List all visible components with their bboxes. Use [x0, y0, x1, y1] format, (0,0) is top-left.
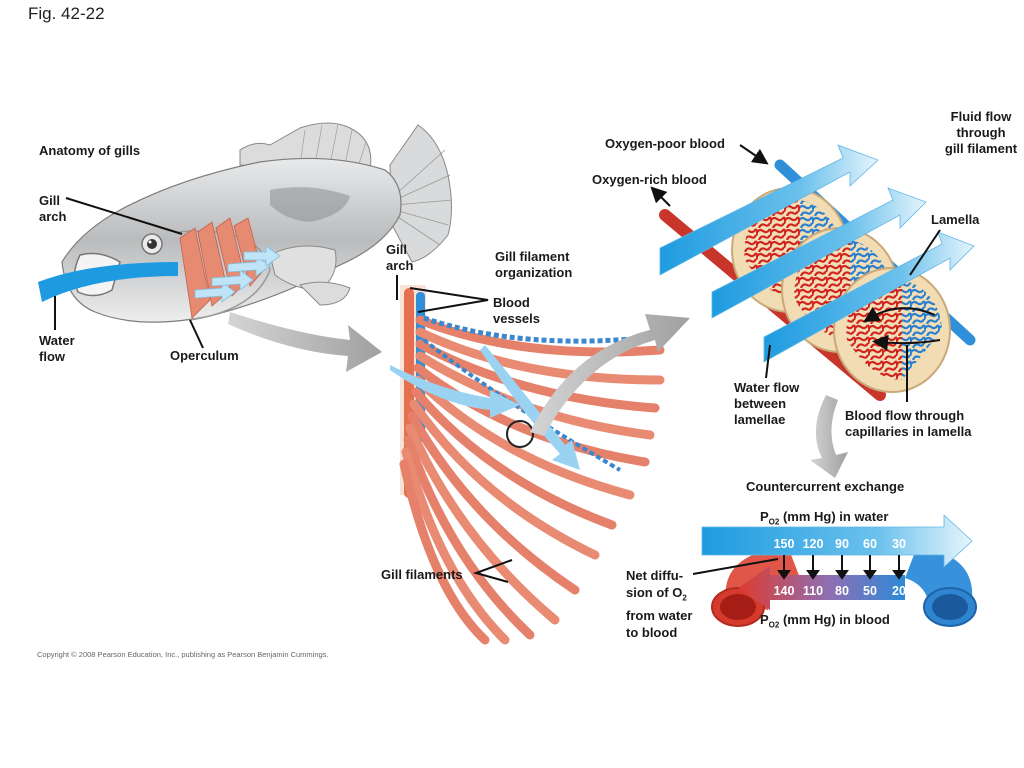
blood-vessels-leader	[409, 287, 489, 313]
lamella-leader	[909, 229, 941, 276]
label-part: (mm Hg) in blood	[779, 612, 890, 627]
label-line: lamellae	[734, 412, 786, 427]
anatomy-heading: Anatomy of gills	[39, 143, 141, 158]
label-blood-vessels: Blood vessels	[493, 295, 540, 327]
label-oxygen-poor-blood: Oxygen-poor blood	[605, 136, 725, 151]
water-flow-arrow	[701, 514, 973, 568]
label-blood-flow: Blood flow through capillaries in lamell…	[845, 408, 971, 440]
label-line: between	[734, 396, 787, 411]
zoom-arrow-to-filament	[228, 312, 382, 372]
fish-dorsal-fin	[239, 122, 372, 171]
label-line: gill filament	[944, 141, 1018, 156]
label-part: P	[760, 509, 769, 524]
label-line: sion of O2	[626, 584, 692, 607]
label-line: through	[956, 125, 1006, 140]
label-fluid-flow: Fluid flow through gill filament	[938, 109, 1024, 157]
lamella-water-arrow-2	[711, 187, 927, 319]
blood-flow-arrow	[738, 566, 905, 610]
label-subscript: O2	[768, 517, 780, 527]
blood-po2-value: 20	[892, 584, 906, 598]
water-po2-value: 30	[892, 537, 906, 551]
label-gill-filaments: Gill filaments	[381, 567, 463, 582]
label-line: Blood flow through	[845, 408, 965, 423]
fish-water-arrows	[194, 245, 281, 303]
label-line: organization	[495, 265, 573, 280]
blood-po2-value: 80	[835, 584, 849, 598]
label-water-flow: Water flow	[39, 333, 75, 365]
filament-water-arrow-1	[390, 365, 520, 418]
label-line: from water	[626, 607, 693, 623]
water-flow-ribbon	[38, 262, 178, 302]
water-po2-value: 150	[774, 537, 795, 551]
gill-filaments-leader	[472, 559, 513, 583]
zoom-arrow-to-lamellae	[530, 314, 690, 436]
fish-pectoral-fin	[269, 245, 337, 291]
zoom-arrow-to-countercurrent	[810, 395, 848, 478]
label-line: Water flow	[734, 380, 800, 395]
label-line: Fluid flow	[950, 109, 1012, 124]
water-between-leader	[765, 344, 771, 379]
water-po2-value: 60	[863, 537, 877, 551]
diffusion-arrows	[777, 555, 906, 580]
fish-tail	[389, 124, 452, 263]
magnify-circle	[506, 420, 534, 448]
water-po2-value: 120	[803, 537, 824, 551]
gill-arch-leader-line	[65, 197, 183, 235]
label-line: Net diffu-	[626, 568, 684, 583]
blood-po2-label: PO2 (mm Hg) in blood	[760, 612, 890, 630]
label-line: Blood	[493, 295, 530, 310]
water-po2-value: 90	[835, 537, 849, 551]
label-subscript: O2	[768, 620, 780, 630]
label-line: capillaries in lamella	[845, 424, 972, 439]
label-line: Gill	[386, 242, 407, 257]
label-line: Gill	[39, 193, 60, 208]
net-diffusion-leader	[692, 558, 779, 575]
label-line: Gill filament	[495, 249, 570, 264]
label-line: arch	[386, 258, 414, 273]
blood-po2-value: 140	[774, 584, 795, 598]
lamella-water-arrow-1	[659, 144, 879, 276]
oxygen-rich-pointer	[650, 186, 671, 207]
label-filament-gill-arch: Gill arch	[386, 242, 413, 274]
gill-filament-illustration	[390, 285, 665, 645]
label-part: sion of O	[626, 585, 683, 600]
oxygen-poor-pointer	[739, 144, 769, 165]
countercurrent-illustration: 150 120 90 60 30 140 110 80 50 20	[701, 514, 977, 627]
label-part: P	[760, 612, 769, 627]
label-subscript: 2	[682, 593, 687, 603]
label-water-flow-between: Water flow between lamellae	[734, 380, 799, 428]
filament-heading: Gill filament organization	[495, 249, 572, 281]
blood-po2-value: 110	[803, 584, 823, 598]
label-net-diffusion: Net diffu- sion of O2 from water to bloo…	[626, 567, 692, 641]
label-operculum: Operculum	[170, 348, 239, 363]
gill-filaments	[399, 315, 665, 645]
label-oxygen-rich-blood: Oxygen-rich blood	[592, 172, 707, 187]
label-lamella: Lamella	[931, 212, 980, 227]
label-line: to blood	[626, 624, 678, 640]
countercurrent-heading: Countercurrent exchange	[746, 479, 905, 494]
label-line: arch	[39, 209, 67, 224]
label-gill-arch: Gill arch	[39, 193, 66, 225]
lamellae-illustration	[659, 144, 976, 401]
blood-po2-value: 50	[863, 584, 877, 598]
label-part: (mm Hg) in water	[779, 509, 889, 524]
filament-water-arrow-2	[480, 345, 580, 470]
label-line: flow	[39, 349, 65, 364]
figure-title: Fig. 42-22	[28, 4, 105, 23]
water-po2-label: PO2 (mm Hg) in water	[760, 509, 888, 527]
operculum-leader-line	[189, 319, 204, 349]
copyright-notice: Copyright © 2008 Pearson Education, Inc.…	[37, 650, 329, 659]
lamella-water-arrow-3	[763, 231, 975, 363]
fish-illustration	[38, 122, 453, 323]
label-line: Water	[39, 333, 75, 348]
label-line: vessels	[493, 311, 540, 326]
